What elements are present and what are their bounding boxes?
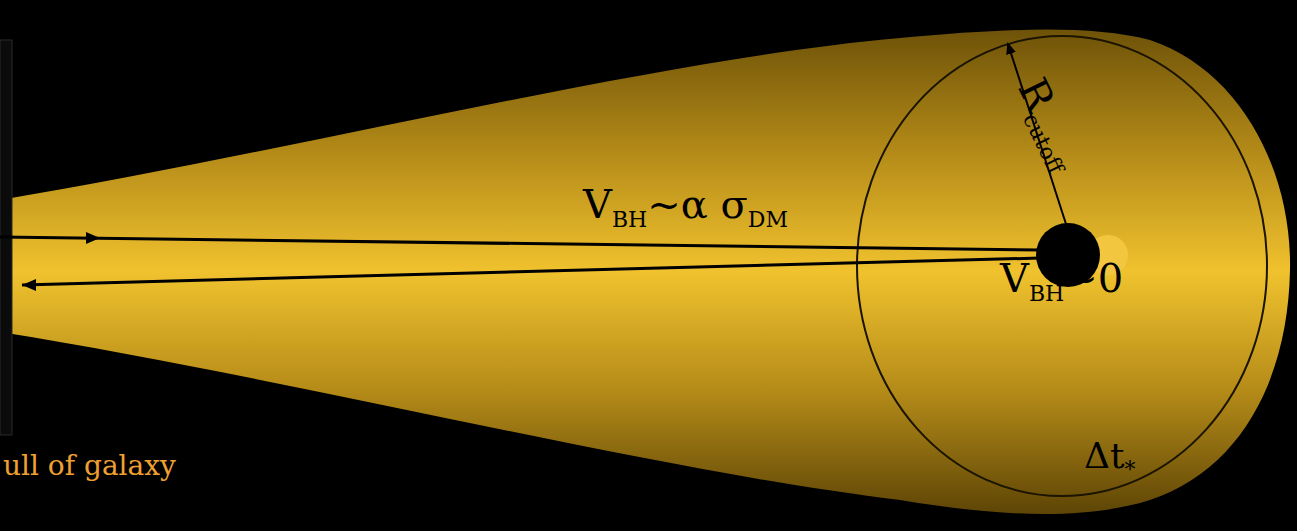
orbit-back <box>22 258 1040 285</box>
galaxy-halo <box>0 30 1290 514</box>
velocity-label: VBH~α σDM <box>583 184 788 224</box>
subscript: DM <box>748 209 788 231</box>
arrow-head <box>86 232 100 244</box>
radius-arrow <box>1008 44 1066 224</box>
subscript: BH <box>1029 283 1064 305</box>
subscript: * <box>1124 459 1135 481</box>
subscript: BH <box>612 209 647 231</box>
label-text: V <box>1000 258 1029 298</box>
caption-fragment: ull of galaxy <box>3 452 176 480</box>
label-text: ~α σ <box>647 184 748 224</box>
label-text: ~0 <box>1064 258 1123 298</box>
cutoff-circle <box>857 36 1267 496</box>
velocity-label: VBH~0 <box>1000 258 1123 298</box>
time-label: Δt* <box>1084 438 1135 474</box>
arrow-head <box>22 279 36 291</box>
label-text: ull of galaxy <box>3 452 176 480</box>
orbit-out <box>0 237 1040 250</box>
label-text: Δt <box>1084 438 1124 474</box>
label-text: V <box>583 184 612 224</box>
